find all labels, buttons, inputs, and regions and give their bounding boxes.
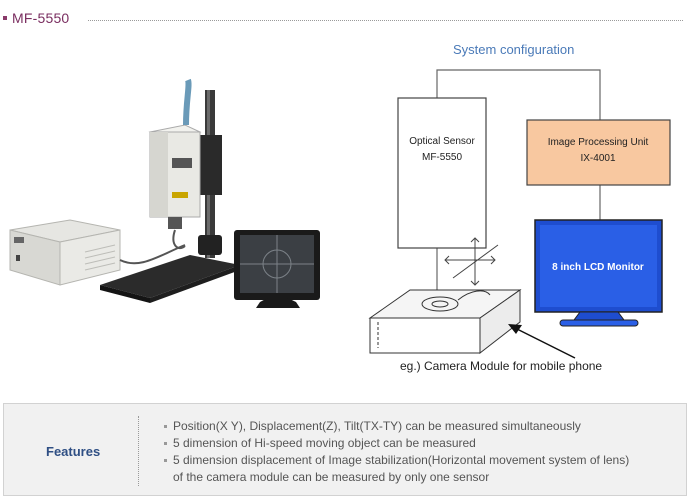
camera-module-caption: eg.) Camera Module for mobile phone	[400, 359, 602, 373]
pointer-arrow-icon	[508, 324, 576, 359]
system-diagram: Optical Sensor MF-5550 Image Processing …	[368, 69, 671, 373]
system-config-title: System configuration	[453, 42, 575, 57]
bullet-icon	[3, 16, 7, 20]
camera-module-graphic	[368, 289, 522, 355]
product-photo	[9, 78, 320, 308]
processing-unit-label: Image Processing Unit	[548, 137, 649, 148]
optical-sensor-box	[397, 97, 487, 249]
processing-unit-model: IX-4001	[580, 153, 615, 164]
features-label: Features	[46, 444, 101, 459]
lcd-monitor-graphic	[534, 219, 663, 327]
feature-item: 5 dimension of Hi-speed moving object ca…	[164, 435, 683, 452]
controller-unit	[9, 219, 121, 286]
feature-item-continuation: of the camera module can be measured by …	[173, 470, 490, 484]
product-title: MF-5550	[12, 10, 70, 26]
lcd-monitor	[234, 230, 320, 308]
features-panel: Features Position(X Y), Displacement(Z),…	[3, 403, 687, 496]
feature-item: 5 dimension displacement of Image stabil…	[164, 452, 683, 469]
processing-unit-box	[526, 119, 671, 186]
optical-sensor-model: MF-5550	[422, 152, 462, 163]
optical-sensor-label: Optical Sensor	[409, 136, 475, 147]
section-header: MF-5550	[0, 10, 690, 32]
features-list: Position(X Y), Displacement(Z), Tilt(TX-…	[164, 418, 683, 486]
features-separator	[138, 416, 139, 486]
monitor-label: 8 inch LCD Monitor	[552, 262, 644, 273]
dotted-divider	[88, 20, 683, 21]
stage-base	[100, 255, 240, 303]
feature-item: Position(X Y), Displacement(Z), Tilt(TX-…	[164, 418, 683, 435]
sensor-head	[148, 78, 202, 229]
motion-arrows-icon	[444, 237, 499, 286]
